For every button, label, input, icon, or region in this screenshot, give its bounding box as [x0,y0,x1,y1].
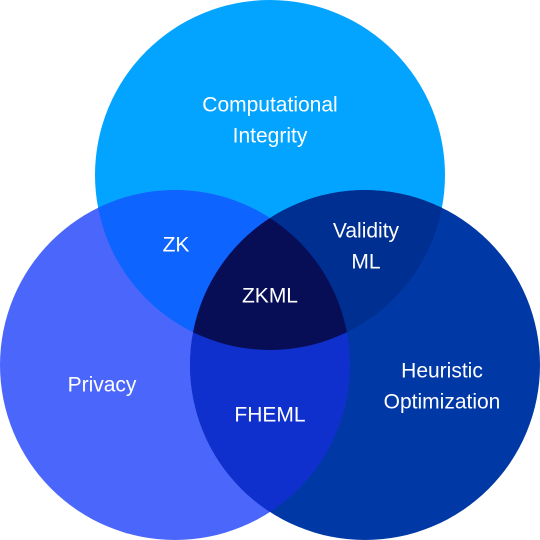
label-integrity: Integrity [233,125,308,148]
label-fheml: FHEML [234,404,305,427]
label-zkml: ZKML [242,285,298,308]
label-privacy: Privacy [68,374,137,397]
label-zk: ZK [163,234,190,257]
label-optimization: Optimization [384,391,501,414]
label-computational: Computational [202,94,337,117]
label-heuristic: Heuristic [401,360,483,383]
label-validity: Validity [333,220,400,243]
label-ml: ML [351,251,380,274]
overlap-center [190,190,350,350]
